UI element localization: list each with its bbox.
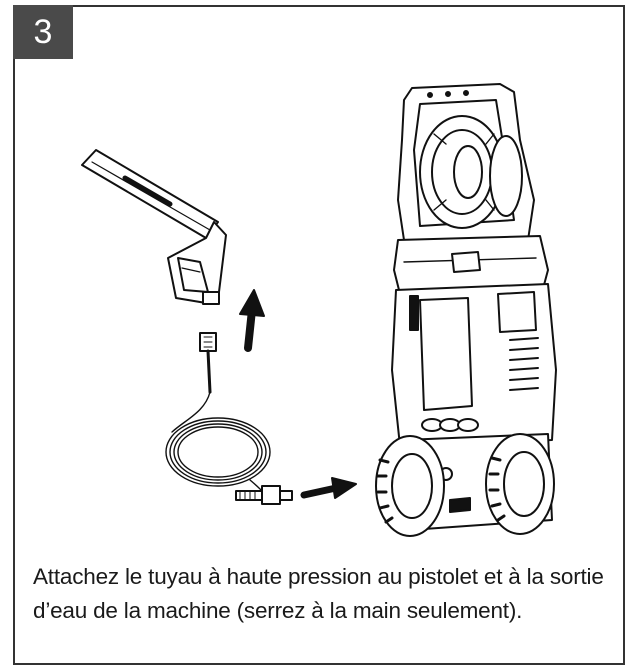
caption-line-1: Attachez le tuyau à haute pression au pi… (33, 564, 604, 589)
caption-line-2: d’eau de la machine (serrez à la main se… (33, 598, 523, 623)
arrow-up-icon (240, 290, 264, 348)
spray-gun-icon (82, 150, 226, 304)
pressure-washer-icon (376, 84, 556, 536)
instruction-caption: Attachez le tuyau à haute pression au pi… (33, 560, 613, 628)
high-pressure-hose-icon (166, 333, 292, 504)
assembly-illustration (0, 0, 640, 560)
arrow-right-icon (304, 478, 356, 498)
step-number-badge: 3 (13, 5, 73, 59)
